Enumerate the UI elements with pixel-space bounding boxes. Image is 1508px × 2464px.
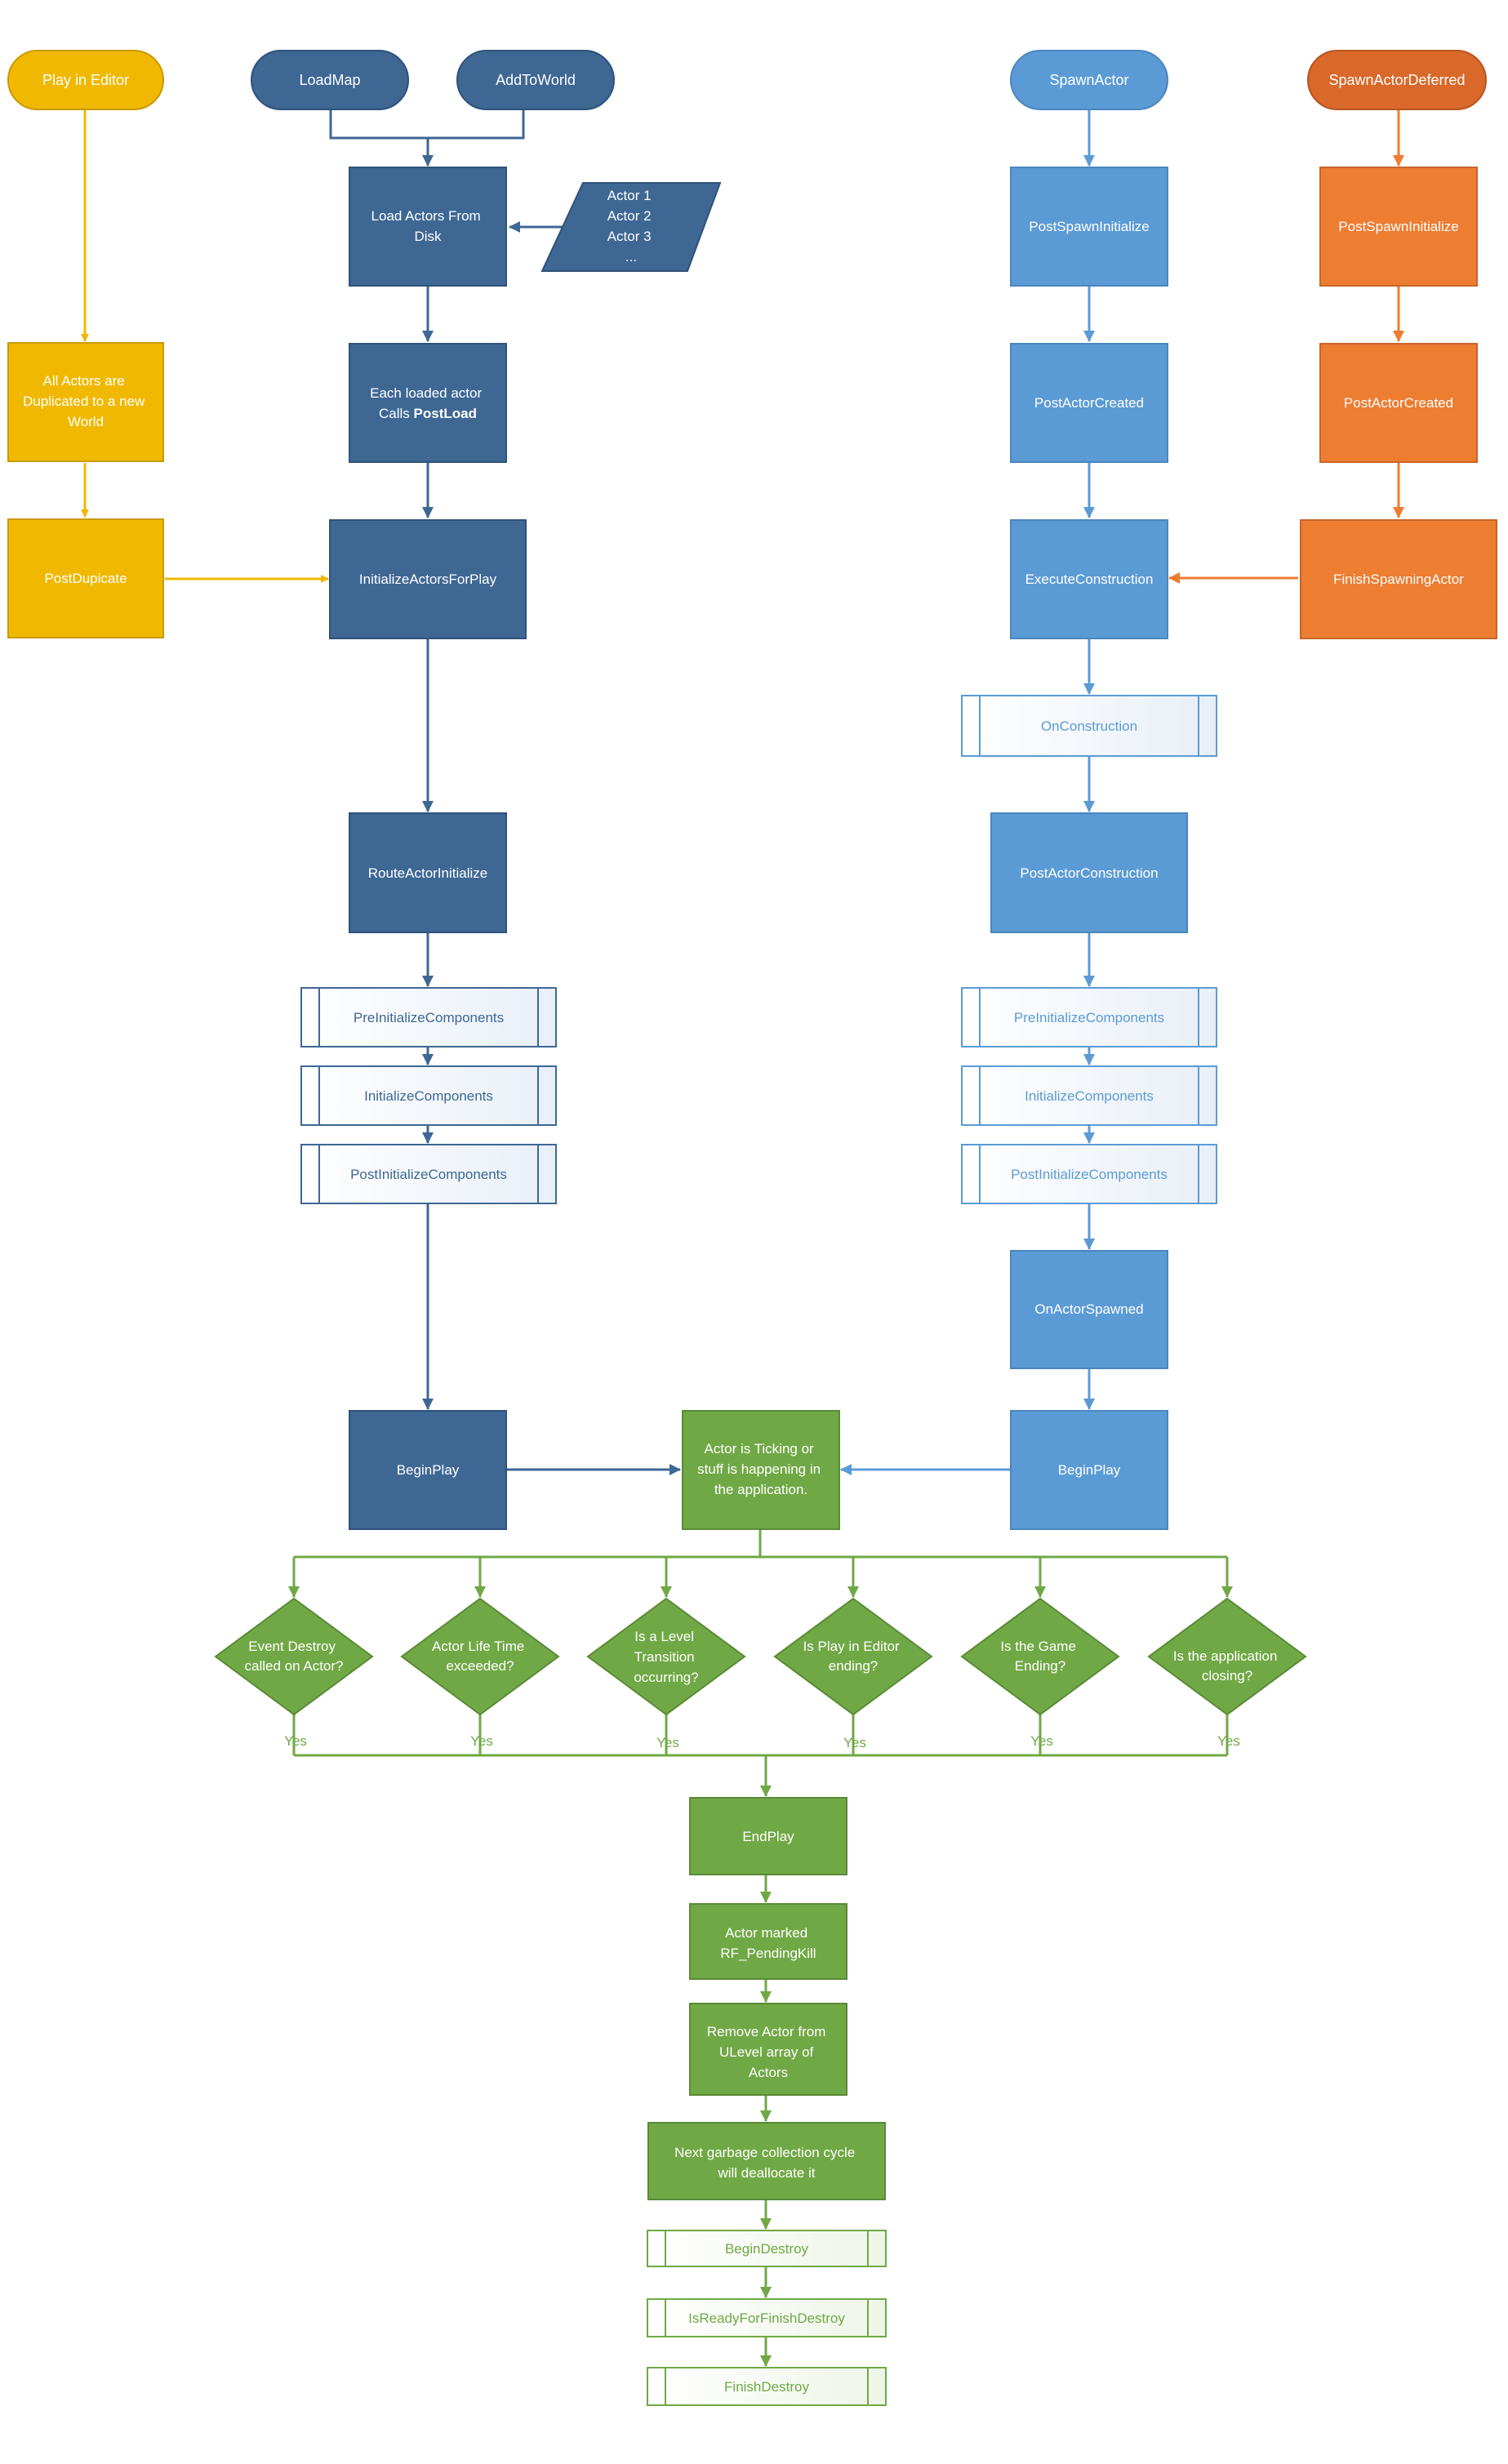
is-ready-for-finish-destroy-subprocess: IsReadyForFinishDestroy: [647, 2298, 887, 2337]
yes-label: Yes: [656, 1735, 679, 1750]
post-actor-created-label: PostActorCreated: [1034, 395, 1144, 411]
post-spawn-initialize-deferred-process: PostSpawnInitialize: [1319, 167, 1478, 287]
end-play-label: EndPlay: [742, 1829, 794, 1844]
begin-destroy-subprocess: BeginDestroy: [647, 2230, 887, 2267]
play-in-editor-terminal: Play in Editor: [7, 50, 164, 110]
spawn-actor-deferred-terminal: SpawnActorDeferred: [1307, 50, 1487, 110]
post-initialize-components-right-subprocess: PostInitializeComponents: [961, 1144, 1217, 1204]
yes-label: Yes: [470, 1733, 493, 1749]
route-actor-initialize-process: RouteActorInitialize: [349, 812, 507, 933]
load-actors-from-disk-label: Load Actors From Disk: [371, 208, 485, 244]
post-actor-created-deferred-label: PostActorCreated: [1344, 395, 1453, 411]
post-duplicate-label: PostDupicate: [44, 571, 127, 586]
pre-initialize-components-right-label: PreInitializeComponents: [1014, 1010, 1164, 1025]
decision-game-ending-label: Is the Game Ending?: [1000, 1639, 1079, 1674]
decision-event-destroy-label: Event Destroy called on Actor?: [245, 1639, 344, 1674]
finish-spawning-actor-label: FinishSpawningActor: [1333, 572, 1464, 587]
end-play-process: EndPlay: [689, 1797, 847, 1875]
yes-label: Yes: [284, 1733, 307, 1749]
post-spawn-initialize-deferred-label: PostSpawnInitialize: [1338, 219, 1458, 234]
begin-play-left-label: BeginPlay: [397, 1462, 460, 1478]
finish-destroy-label: FinishDestroy: [724, 2379, 809, 2395]
yes-label: Yes: [843, 1735, 866, 1750]
decision-application-closing-label: Is the application closing?: [1173, 1648, 1281, 1683]
execute-construction-label: ExecuteConstruction: [1025, 572, 1154, 587]
spawn-actor-terminal: SpawnActor: [1010, 50, 1168, 110]
on-construction-label: OnConstruction: [1041, 718, 1137, 734]
decision-play-in-editor-ending-label: Is Play in Editor ending?: [803, 1639, 904, 1674]
decision-level-transition-label: Is a Level Transition occurring?: [634, 1629, 698, 1685]
actor-is-ticking-process: Actor is Ticking or stuff is happening i…: [682, 1410, 840, 1530]
connector-lines: [81, 109, 1404, 2367]
post-actor-created-process: PostActorCreated: [1010, 343, 1168, 463]
post-actor-construction-label: PostActorConstruction: [1020, 865, 1158, 881]
decision-application-closing: Is the application closing?: [1147, 1597, 1307, 1716]
on-construction-subprocess: OnConstruction: [961, 695, 1217, 757]
actor-is-ticking-label: Actor is Ticking or stuff is happening i…: [697, 1441, 825, 1497]
spawn-actor-deferred-label: SpawnActorDeferred: [1328, 72, 1465, 88]
actors-duplicated-process: All Actors are Duplicated to a new World: [7, 342, 164, 462]
yes-labels: Yes Yes Yes Yes Yes Yes: [284, 1733, 1240, 1750]
actors-duplicated-label: All Actors are Duplicated to a new World: [23, 373, 149, 429]
post-initialize-components-right-label: PostInitializeComponents: [1011, 1167, 1168, 1182]
yes-label: Yes: [1030, 1733, 1053, 1749]
initialize-components-right-subprocess: InitializeComponents: [961, 1065, 1217, 1126]
finish-destroy-subprocess: FinishDestroy: [647, 2367, 887, 2406]
decision-level-transition: Is a Level Transition occurring?: [586, 1597, 746, 1716]
load-map-label: LoadMap: [299, 72, 360, 88]
load-actors-from-disk-process: Load Actors From Disk: [349, 167, 507, 287]
add-to-world-terminal: AddToWorld: [456, 50, 615, 110]
finish-spawning-actor-process: FinishSpawningActor: [1300, 519, 1497, 639]
play-in-editor-label: Play in Editor: [42, 72, 129, 88]
post-duplicate-process: PostDupicate: [7, 518, 164, 638]
execute-construction-process: ExecuteConstruction: [1010, 519, 1168, 639]
initialize-components-right-label: InitializeComponents: [1025, 1088, 1154, 1104]
actor-list-data: Actor 1 Actor 2 Actor 3 ...: [540, 182, 722, 272]
actor-list-label: Actor 1 Actor 2 Actor 3 ...: [607, 188, 656, 265]
begin-play-left-process: BeginPlay: [349, 1410, 507, 1530]
is-ready-for-finish-destroy-label: IsReadyForFinishDestroy: [688, 2311, 845, 2326]
pre-initialize-components-left-label: PreInitializeComponents: [354, 1010, 504, 1025]
initialize-components-left-subprocess: InitializeComponents: [300, 1065, 557, 1126]
each-loaded-actor-label: Each loaded actor Calls PostLoad: [370, 385, 486, 421]
remove-actor-process: Remove Actor from ULevel array of Actors: [689, 2003, 847, 2096]
next-gc-label: Next garbage collection cycle will deall…: [674, 2145, 859, 2181]
initialize-components-left-label: InitializeComponents: [364, 1088, 493, 1104]
next-gc-process: Next garbage collection cycle will deall…: [647, 2122, 886, 2200]
post-spawn-initialize-process: PostSpawnInitialize: [1010, 167, 1168, 287]
on-actor-spawned-process: OnActorSpawned: [1010, 1250, 1168, 1369]
spawn-actor-label: SpawnActor: [1049, 72, 1128, 88]
post-actor-created-deferred-process: PostActorCreated: [1319, 343, 1478, 463]
remove-actor-label: Remove Actor from ULevel array of Actors: [707, 2024, 830, 2080]
decision-actor-life-time: Actor Life Time exceeded?: [400, 1597, 560, 1716]
load-map-terminal: LoadMap: [251, 50, 409, 110]
decision-game-ending: Is the Game Ending?: [960, 1597, 1120, 1716]
add-to-world-label: AddToWorld: [496, 72, 576, 88]
pre-initialize-components-right-subprocess: PreInitializeComponents: [961, 987, 1217, 1047]
actor-marked-process: Actor marked RF_PendingKill: [689, 1903, 847, 1980]
decision-event-destroy: Event Destroy called on Actor?: [214, 1597, 374, 1716]
route-actor-initialize-label: RouteActorInitialize: [368, 865, 487, 881]
post-initialize-components-left-label: PostInitializeComponents: [350, 1167, 507, 1182]
begin-play-right-process: BeginPlay: [1010, 1410, 1168, 1530]
each-loaded-actor-process: Each loaded actor Calls PostLoad: [349, 343, 507, 463]
begin-destroy-label: BeginDestroy: [725, 2241, 809, 2257]
initialize-actors-for-play-label: InitializeActorsForPlay: [359, 572, 497, 587]
post-initialize-components-left-subprocess: PostInitializeComponents: [300, 1144, 557, 1204]
post-actor-construction-process: PostActorConstruction: [990, 812, 1188, 933]
yes-label: Yes: [1217, 1733, 1240, 1749]
on-actor-spawned-label: OnActorSpawned: [1034, 1301, 1143, 1317]
begin-play-right-label: BeginPlay: [1058, 1462, 1121, 1478]
pre-initialize-components-left-subprocess: PreInitializeComponents: [300, 987, 557, 1047]
initialize-actors-for-play-process: InitializeActorsForPlay: [329, 519, 527, 639]
decision-actor-life-time-label: Actor Life Time exceeded?: [432, 1639, 528, 1674]
actor-marked-label: Actor marked RF_PendingKill: [720, 1925, 816, 1961]
post-spawn-initialize-label: PostSpawnInitialize: [1029, 219, 1149, 234]
decision-play-in-editor-ending: Is Play in Editor ending?: [773, 1597, 933, 1716]
